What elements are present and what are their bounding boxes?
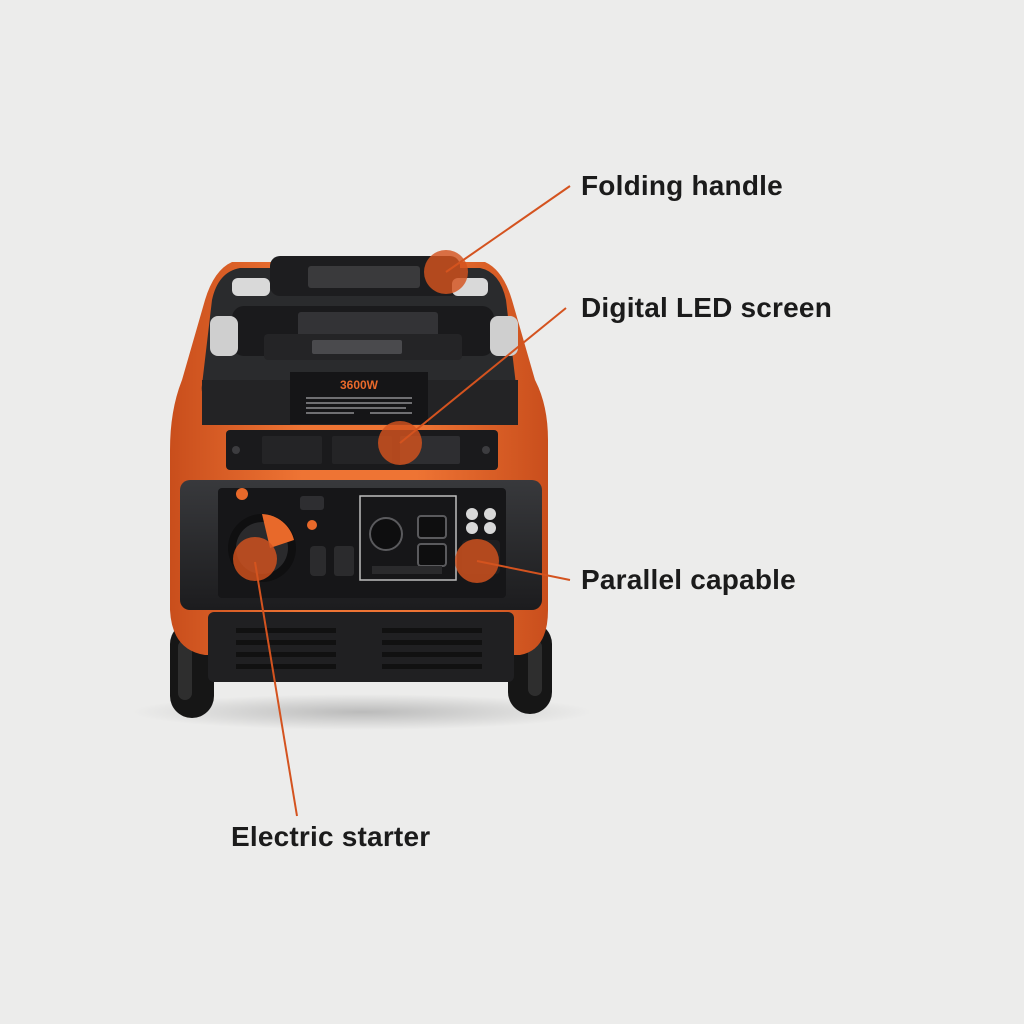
- callout-label-digital-led-screen: Digital LED screen: [581, 292, 833, 323]
- outlet-plate: [359, 495, 457, 581]
- folding-handle: [210, 256, 518, 360]
- led-screen-strip: [226, 430, 498, 470]
- model-badge-text: 3600W: [340, 378, 379, 392]
- callout-label-folding-handle: Folding handle: [581, 170, 783, 201]
- lower-vent: [208, 612, 514, 682]
- floor-shadow: [132, 694, 592, 730]
- badge-fine-print: [306, 397, 412, 414]
- callout-line-starter: [254, 561, 298, 817]
- callout-label-electric-starter: Electric starter: [231, 821, 431, 852]
- callout-marker-folding-handle: [424, 250, 468, 294]
- callout-label-parallel-capable: Parallel capable: [581, 564, 796, 595]
- callout-marker-led-screen: [378, 421, 422, 465]
- callout-marker-parallel: [455, 539, 499, 583]
- callout-line-folding-handle: [445, 185, 571, 273]
- callout-line-led-screen: [399, 307, 567, 444]
- callout-marker-starter: [233, 537, 277, 581]
- panel-switches: [300, 496, 354, 576]
